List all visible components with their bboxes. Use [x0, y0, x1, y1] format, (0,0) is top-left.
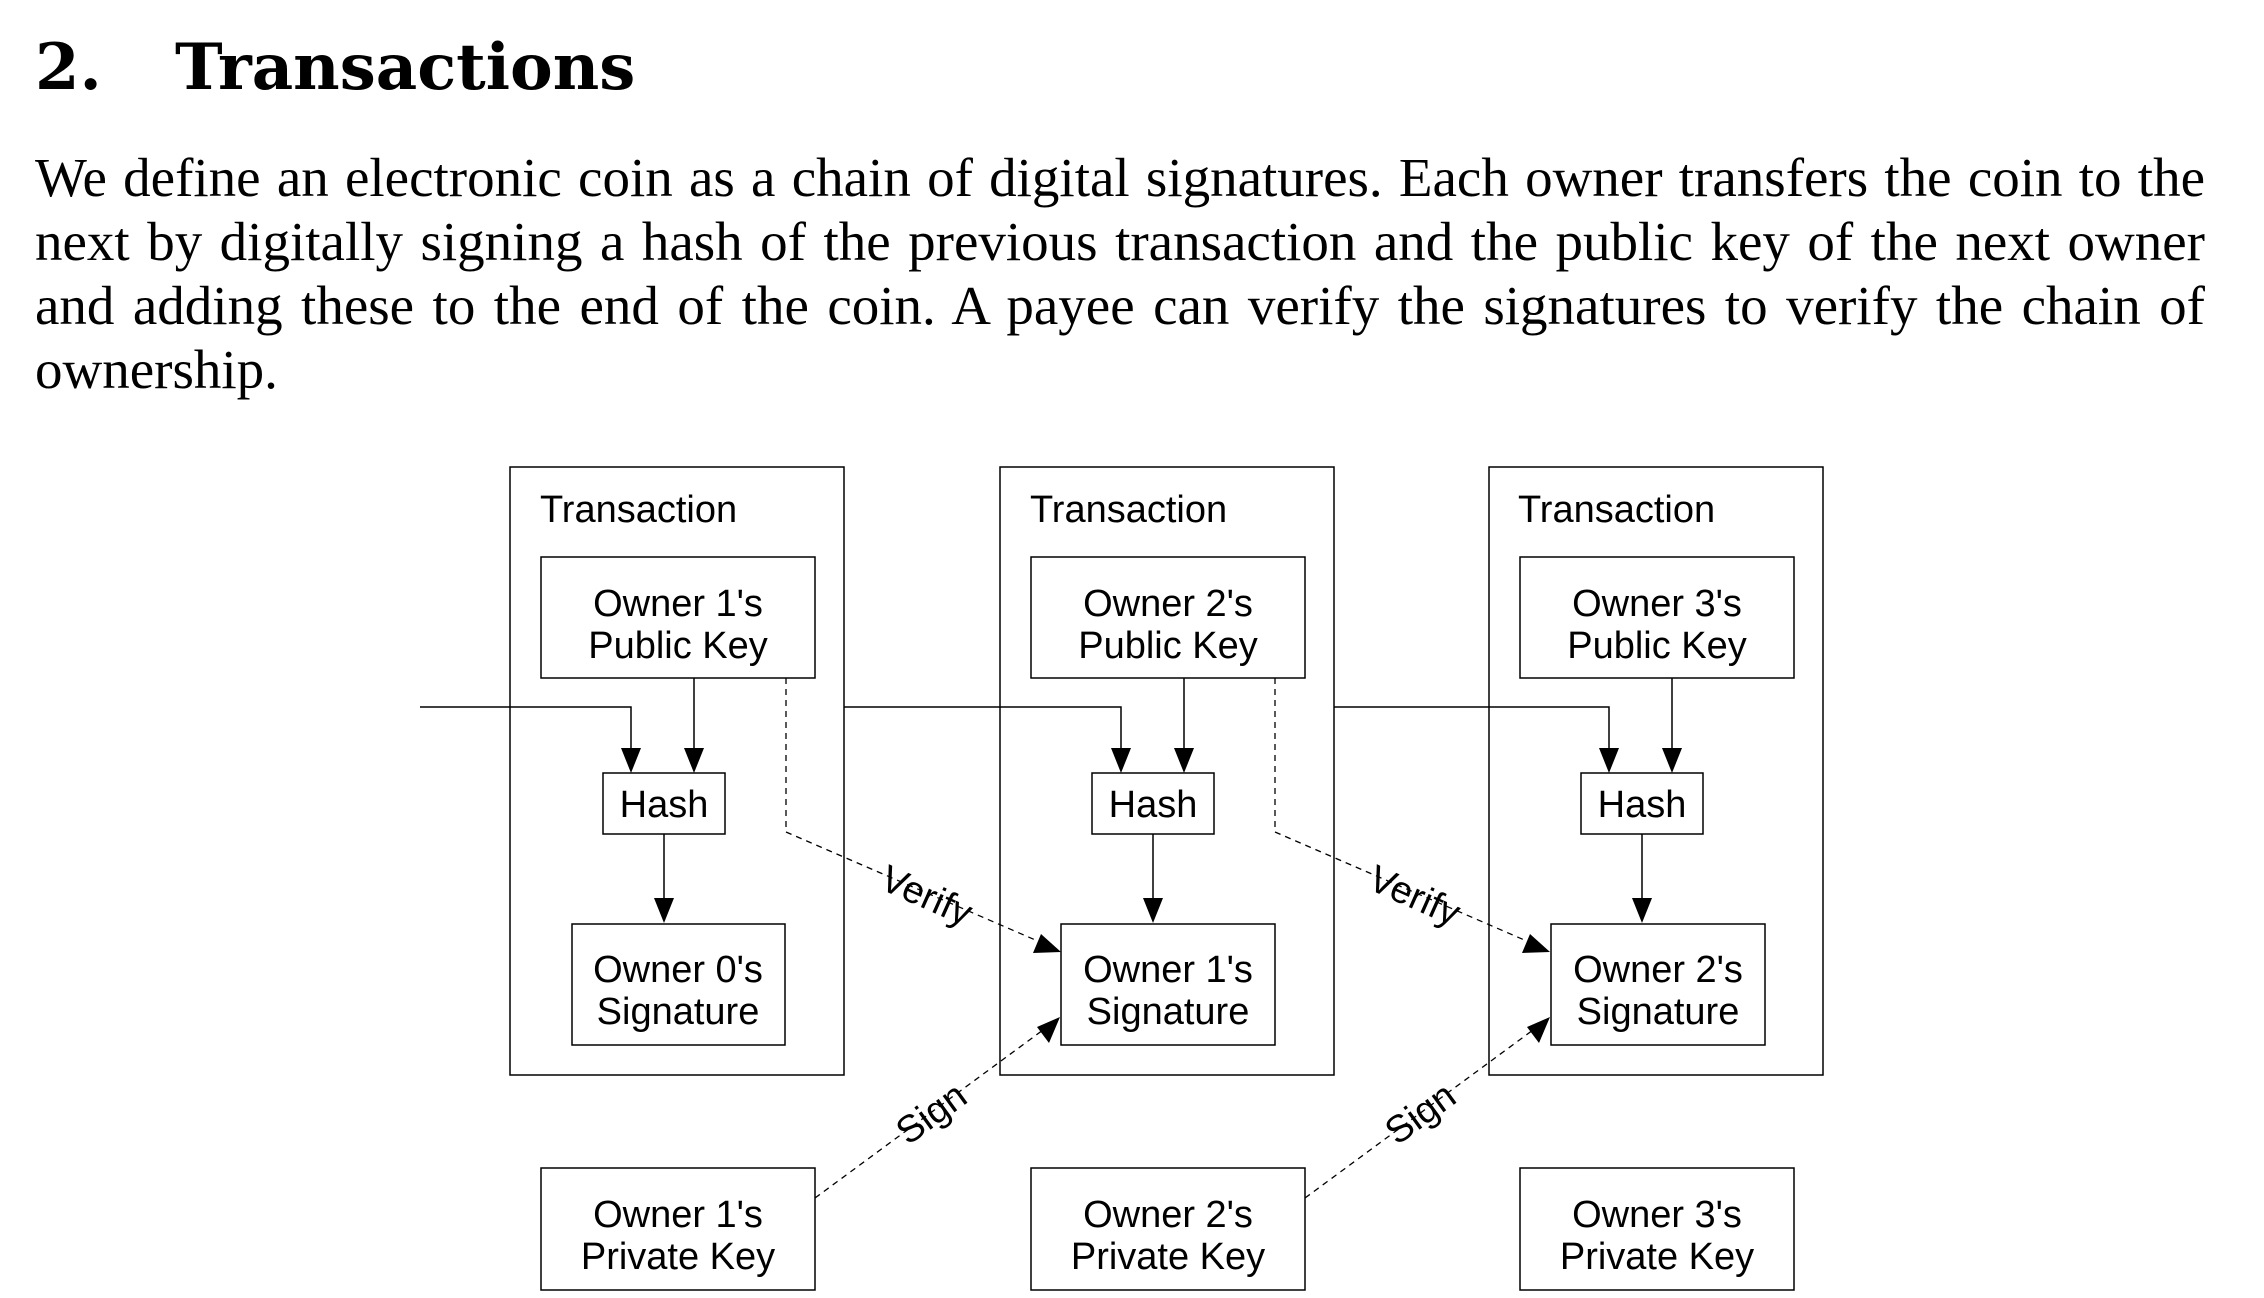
hash-label: Hash: [1109, 784, 1198, 826]
private-key-box: [1519, 1167, 1795, 1291]
sign-arrow-1: Sign: [814, 1017, 1060, 1199]
signature-line-1: Owner 1's: [1083, 949, 1253, 991]
signature-line-2: Signature: [597, 991, 760, 1033]
verify-label: Verify: [1362, 858, 1466, 935]
sign-label: Sign: [889, 1075, 975, 1154]
flow-line-tx1-to-hash-2: [844, 706, 1122, 748]
signature-box: [571, 923, 786, 1046]
section-number: 2.: [35, 30, 102, 105]
public-key-line-1: Owner 1's: [593, 583, 763, 625]
transaction-1: Transaction Owner 1's Public Key Hash Ow…: [509, 466, 845, 1076]
flow-line-tx2-to-hash-3: [1334, 706, 1610, 748]
transaction-box: [509, 466, 845, 1076]
private-key-line-2: Private Key: [581, 1236, 775, 1278]
section-title: Transactions: [175, 30, 636, 105]
private-key-box: [540, 1167, 816, 1291]
hash-label: Hash: [620, 784, 709, 826]
private-key-line-1: Owner 2's: [1083, 1194, 1253, 1236]
signature-line-1: Owner 2's: [1573, 949, 1743, 991]
signature-box: [1060, 923, 1276, 1046]
transaction-2: Transaction Owner 2's Public Key Hash Ow…: [999, 466, 1335, 1076]
transaction-box: [999, 466, 1335, 1076]
verify-arrow-2: Verify: [1274, 678, 1550, 953]
sign-label: Sign: [1378, 1075, 1464, 1154]
signature-line-1: Owner 0's: [593, 949, 763, 991]
flow-line-prev-to-hash-1: [420, 706, 632, 748]
signature-box: [1550, 923, 1766, 1046]
private-key-2: Owner 2's Private Key: [1030, 1167, 1306, 1291]
public-key-line-2: Public Key: [1078, 625, 1258, 667]
hash-box: [1580, 772, 1704, 835]
transaction-3: Transaction Owner 3's Public Key Hash Ow…: [1488, 466, 1824, 1076]
private-key-line-1: Owner 1's: [593, 1194, 763, 1236]
transaction-label: Transaction: [540, 489, 737, 531]
transaction-label: Transaction: [1518, 489, 1715, 531]
public-key-line-2: Public Key: [1567, 625, 1747, 667]
sign-arrow-2: Sign: [1304, 1017, 1550, 1199]
body-paragraph: We define an electronic coin as a chain …: [35, 147, 2205, 400]
private-key-3: Owner 3's Private Key: [1519, 1167, 1795, 1291]
transaction-label: Transaction: [1030, 489, 1227, 531]
public-key-line-2: Public Key: [588, 625, 768, 667]
transaction-box: [1488, 466, 1824, 1076]
public-key-box: [1030, 556, 1306, 679]
verify-label: Verify: [874, 858, 978, 935]
public-key-box: [540, 556, 816, 679]
public-key-line-1: Owner 3's: [1572, 583, 1742, 625]
verify-arrow-1: Verify: [785, 678, 1061, 953]
public-key-box: [1519, 556, 1795, 679]
signature-line-2: Signature: [1087, 991, 1250, 1033]
section-heading: 2. Transactions: [35, 28, 635, 108]
private-key-box: [1030, 1167, 1306, 1291]
private-key-line-2: Private Key: [1071, 1236, 1265, 1278]
hash-label: Hash: [1598, 784, 1687, 826]
private-key-line-2: Private Key: [1560, 1236, 1754, 1278]
private-key-1: Owner 1's Private Key: [540, 1167, 816, 1291]
public-key-line-1: Owner 2's: [1083, 583, 1253, 625]
signature-line-2: Signature: [1577, 991, 1740, 1033]
private-key-line-1: Owner 3's: [1572, 1194, 1742, 1236]
